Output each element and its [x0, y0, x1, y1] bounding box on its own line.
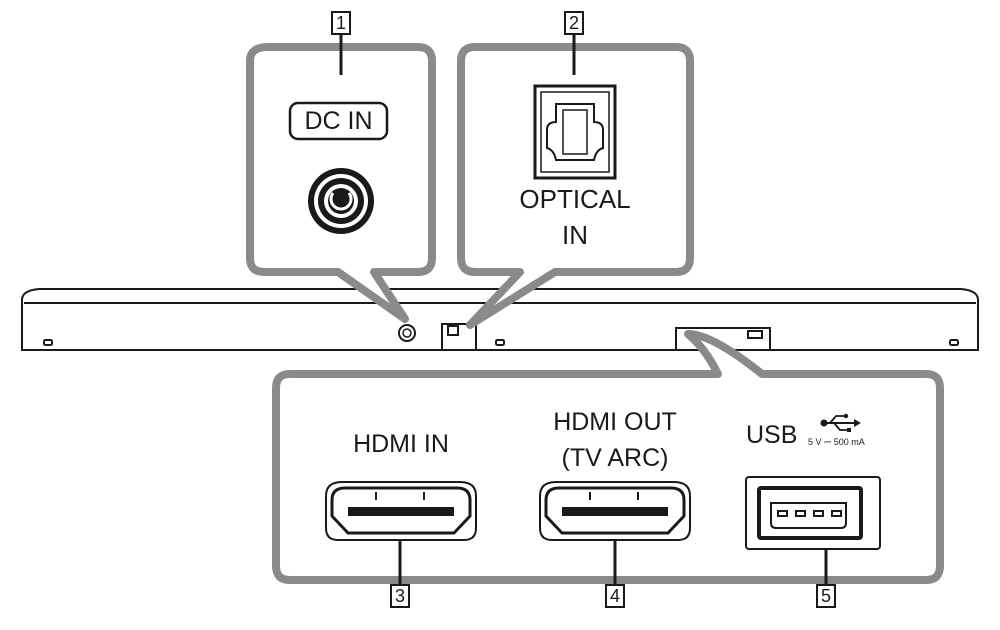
dc-in-label: DC IN: [304, 107, 373, 135]
callout-number-3: 3: [390, 584, 410, 608]
hdmi-out-port-icon: [539, 481, 691, 584]
optical-port-icon: [533, 84, 617, 180]
usb-label: USB: [746, 421, 798, 449]
callout-number-5: 5: [816, 584, 836, 608]
hdmi-in-label: HDMI IN: [353, 430, 449, 458]
hdmi-out-label-line1: HDMI OUT: [553, 408, 677, 436]
usb-symbol-icon: [820, 413, 861, 432]
optical-in-label-line1: OPTICAL: [519, 184, 631, 214]
callout-number-2: 2: [564, 11, 584, 35]
optical-in-callout-panel: [457, 43, 694, 329]
hdmi-in-port-icon: [325, 481, 477, 584]
callout-number-4: 4: [605, 584, 625, 608]
dc-jack-small-icon: [398, 324, 416, 342]
dc-jack-icon: [308, 168, 374, 234]
callout-number-1: 1: [331, 11, 351, 35]
usb-port-icon: [745, 476, 881, 584]
usb-rating-label: 5 V ⎓ 500 mA: [808, 437, 865, 447]
hdmi-out-label-line2: (TV ARC): [561, 444, 669, 472]
optical-in-label-line2: IN: [562, 220, 588, 250]
